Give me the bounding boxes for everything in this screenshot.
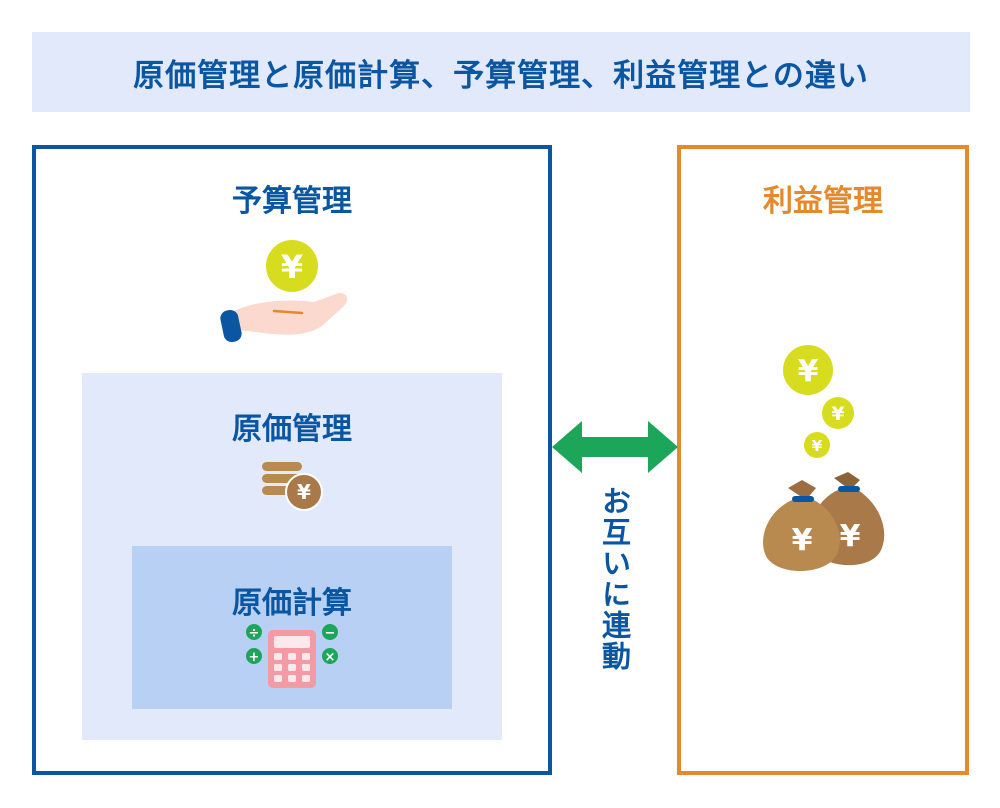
- back-bag-yen-text: ¥: [840, 519, 861, 554]
- page-title: 原価管理と原価計算、予算管理、利益管理との違い: [133, 57, 869, 94]
- cost-management-label: 原価管理: [232, 412, 352, 447]
- coin-stack-yen-text: ¥: [297, 480, 311, 504]
- calculator-icon: ÷ − + ×: [246, 624, 338, 688]
- small-coin-yen-text: ¥: [812, 437, 823, 455]
- profit-management-label: 利益管理: [763, 184, 883, 219]
- hand-coin-yen-text: ¥: [281, 248, 303, 286]
- large-coin-yen-text: ¥: [798, 354, 819, 389]
- budget-management-label: 予算管理: [232, 184, 352, 219]
- minus-op-text: −: [325, 626, 336, 641]
- multiply-op-text: ×: [325, 650, 336, 665]
- double-arrow-icon: [552, 421, 678, 473]
- money-bags-icon: ¥ ¥: [763, 472, 885, 571]
- medium-coin-yen-text: ¥: [831, 403, 844, 425]
- coin-stack-icon: ¥: [262, 462, 323, 511]
- title-banner: 原価管理と原価計算、予算管理、利益管理との違い: [32, 32, 970, 112]
- hand-coin-icon: ¥: [220, 240, 348, 343]
- falling-coins-icon: ¥ ¥ ¥: [783, 345, 854, 458]
- profit-management-box: [677, 145, 969, 775]
- divide-icon: ÷: [246, 624, 262, 641]
- multiply-icon: ×: [322, 648, 338, 665]
- cost-accounting-label: 原価計算: [232, 586, 352, 621]
- divide-op-text: ÷: [249, 626, 260, 641]
- front-bag-yen-text: ¥: [792, 523, 813, 558]
- plus-icon: +: [246, 648, 262, 665]
- plus-op-text: +: [249, 650, 260, 665]
- linked-relation-label: お互いに連動: [597, 486, 632, 672]
- minus-icon: −: [322, 624, 338, 641]
